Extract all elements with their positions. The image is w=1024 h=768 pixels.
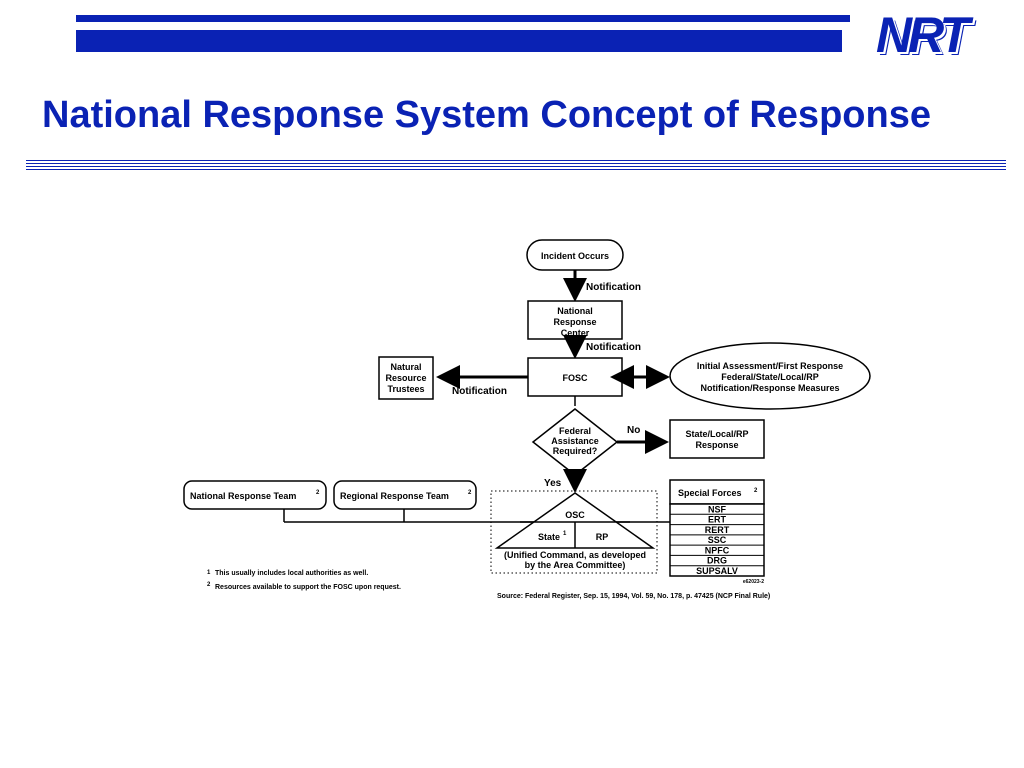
- fosc-node: FOSC: [527, 357, 623, 397]
- footnote-2-number: 2: [207, 582, 211, 588]
- nrt-label: National Response Team: [190, 491, 296, 501]
- rrt-node: Regional Response Team 2: [333, 480, 477, 510]
- osc-node: OSC State 1 RP: [494, 492, 656, 549]
- force-item-npfc: NPFC: [705, 545, 730, 555]
- nrc-node: National Response Center: [527, 300, 623, 340]
- state-local-line-1: State/Local/RP: [685, 429, 748, 439]
- assessment-line-1: Initial Assessment/First Response: [697, 361, 843, 371]
- decision-node: Federal Assistance Required?: [531, 408, 619, 476]
- nrc-line-3: Center: [561, 328, 590, 338]
- incident-node: Incident Occurs: [526, 239, 624, 271]
- header-bar-top: [76, 15, 850, 22]
- fosc-label: FOSC: [562, 373, 588, 383]
- footnote-2-text: Resources available to support the FOSC …: [215, 584, 401, 591]
- special-forces-table: Special Forces 2 NSFERTRERTSSCNPFCDRGSUP…: [669, 479, 765, 577]
- unified-line-2: by the Area Committee): [525, 560, 626, 570]
- special-forces-superscript: 2: [754, 488, 758, 494]
- unified-line-1: (Unified Command, as developed: [504, 550, 646, 560]
- state-local-line-2: Response: [695, 440, 738, 450]
- nrt-node: National Response Team 2: [183, 480, 327, 510]
- rrt-superscript: 2: [468, 490, 472, 496]
- nrc-line-1: National: [557, 306, 593, 316]
- trustees-line-3: Trustees: [387, 384, 424, 394]
- yes-label: Yes: [544, 478, 562, 489]
- osc-label: OSC: [565, 510, 585, 520]
- force-item-drg: DRG: [707, 556, 727, 566]
- incident-label: Incident Occurs: [541, 251, 609, 261]
- source-citation: Source: Federal Register, Sep. 15, 1994,…: [497, 593, 770, 600]
- force-item-ert: ERT: [708, 515, 727, 525]
- trustees-line-2: Resource: [385, 373, 426, 383]
- rp-label: RP: [596, 532, 609, 542]
- title-rule-3: [26, 166, 1006, 167]
- figure-code: e62023-2: [743, 579, 764, 585]
- title-rule-4: [26, 169, 1006, 170]
- state-superscript: 1: [563, 531, 567, 537]
- assessment-line-3: Notification/Response Measures: [700, 383, 839, 393]
- assessment-line-2: Federal/State/Local/RP: [721, 372, 819, 382]
- decision-line-2: Assistance: [551, 436, 599, 446]
- decision-line-3: Required?: [553, 446, 598, 456]
- decision-line-1: Federal: [559, 426, 591, 436]
- notification-label-2: Notification: [586, 342, 641, 353]
- nrt-logo: NRT: [876, 7, 970, 63]
- title-rule-1: [26, 160, 1006, 161]
- header-bar-bottom: [76, 30, 842, 52]
- state-local-node: State/Local/RP Response: [669, 419, 765, 459]
- trustees-line-1: Natural: [390, 362, 421, 372]
- title-rule-2: [26, 163, 1006, 164]
- nrt-superscript: 2: [316, 490, 320, 496]
- initial-assessment-node: Initial Assessment/First Response Federa…: [669, 342, 871, 410]
- footnote-1-text: This usually includes local authorities …: [215, 570, 368, 577]
- notification-label-3: Notification: [452, 386, 507, 397]
- force-item-rert: RERT: [705, 525, 730, 535]
- footnote-1-number: 1: [207, 570, 211, 576]
- special-forces-label: Special Forces: [678, 488, 742, 498]
- state-label: State: [538, 532, 560, 542]
- force-item-nsf: NSF: [708, 504, 727, 514]
- notification-label-1: Notification: [586, 282, 641, 293]
- rrt-label: Regional Response Team: [340, 491, 449, 501]
- nrc-line-2: Response: [553, 317, 596, 327]
- force-item-ssc: SSC: [708, 535, 727, 545]
- trustees-node: Natural Resource Trustees: [378, 356, 434, 400]
- no-label: No: [627, 425, 640, 436]
- force-item-supsalv: SUPSALV: [696, 566, 738, 576]
- page-title: National Response System Concept of Resp…: [42, 94, 931, 136]
